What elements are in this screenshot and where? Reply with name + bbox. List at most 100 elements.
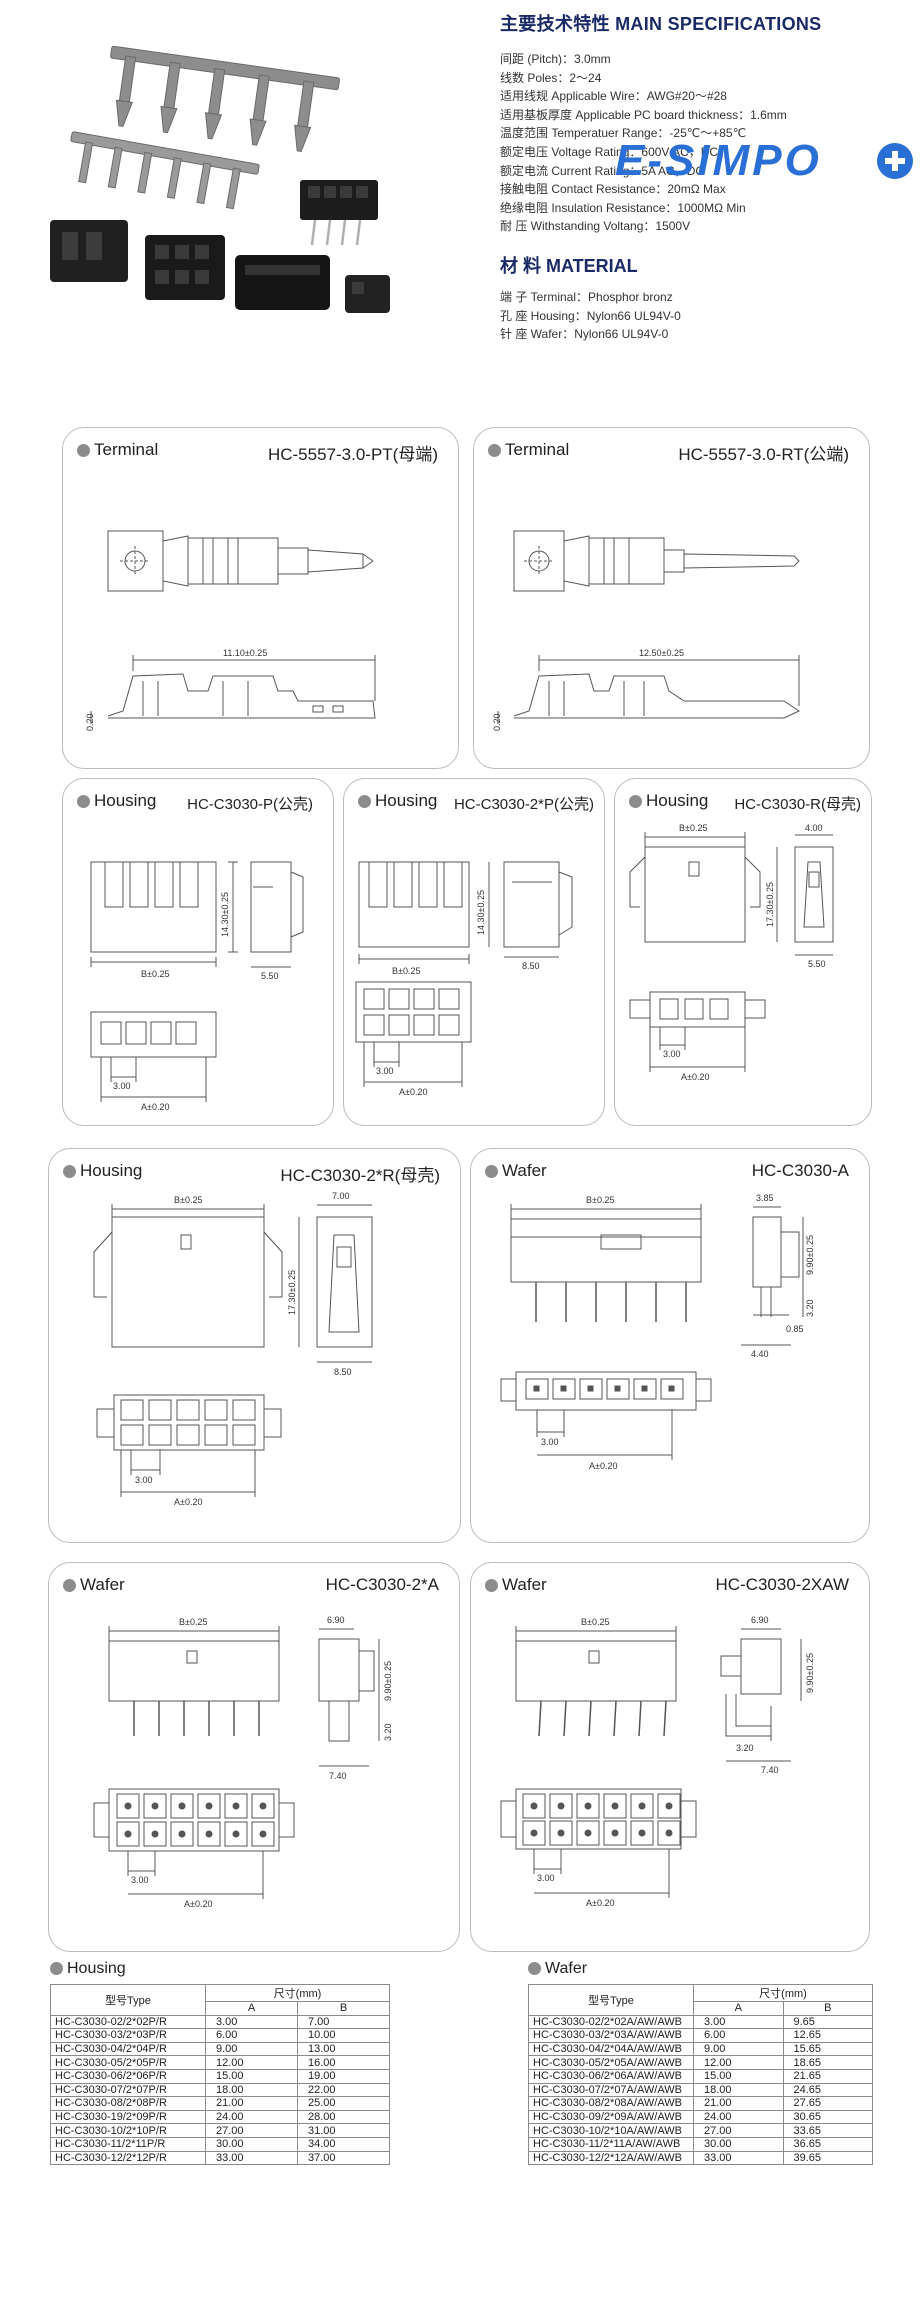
dim-depth: 5.50 xyxy=(261,971,279,981)
cell-type: HC-C3030-10/2*10P/R xyxy=(50,2123,206,2138)
cell-b: 16.00 xyxy=(297,2055,390,2070)
panel-header: Wafer HC-C3030-2XAW xyxy=(485,1575,855,1599)
panel-type: Terminal xyxy=(94,440,159,459)
cell-a: 15.00 xyxy=(693,2068,784,2084)
dim-width: 6.90 xyxy=(327,1615,345,1625)
wafer-2xaw-drawing: B±0.25 6.90 9.90±0.25 3.20 7.40 3.00 A±0… xyxy=(500,1615,815,1908)
cell-b: 33.65 xyxy=(782,2123,873,2138)
cell-type: HC-C3030-04/2*04P/R xyxy=(50,2041,206,2057)
terminal-rt-drawing: 12.50±0.25 0.20 xyxy=(492,530,801,731)
panel-model: HC-5557-3.0-PT(母端) xyxy=(267,445,438,464)
panel-model: HC-C3030-2*A xyxy=(325,1575,439,1594)
panel-wafer-2xaw: Wafer HC-C3030-2XAW xyxy=(470,1562,870,1952)
bullet-icon xyxy=(528,1962,541,1976)
cell-type: HC-C3030-04/2*04A/AW/AWB xyxy=(528,2041,694,2057)
panel-housing-r: Housing HC-C3030-R(母壳) B±0.25 xyxy=(614,778,872,1126)
dim-height: 14.30±0.25 xyxy=(476,890,486,935)
brand-logo: E-SIMPO xyxy=(615,135,913,187)
panel-model: HC-C3030-A xyxy=(751,1161,849,1180)
dim-b: B±0.25 xyxy=(141,969,169,979)
cell-a: 6.00 xyxy=(205,2028,298,2043)
panel-wafer-a: Wafer HC-C3030-A xyxy=(470,1148,870,1543)
dim-width: 4.00 xyxy=(805,823,823,833)
panel-header: Terminal HC-5557-3.0-RT(公端) xyxy=(488,440,855,464)
wafer-table: 型号Type 尺寸(mm) A B HC-C3030-02/2*02A/AW/A… xyxy=(528,1984,873,2166)
terminal-pt-drawing: 11.10±0.25 0.20 xyxy=(85,530,376,731)
dim-length: 12.50±0.25 xyxy=(639,648,684,658)
col-a: A xyxy=(205,2001,298,2016)
panel-wafer-2a: Wafer HC-C3030-2*A xyxy=(48,1562,460,1952)
dim-b: B±0.25 xyxy=(174,1195,202,1205)
dim-height: 9.90±0.25 xyxy=(805,1653,815,1693)
cell-type: HC-C3030-12/2*12P/R xyxy=(50,2150,206,2166)
bullet-icon xyxy=(629,794,642,808)
terminal-strip-photo-2 xyxy=(70,131,260,210)
panel-model: HC-C3030-R(母壳) xyxy=(734,796,861,813)
bullet-icon xyxy=(358,794,371,808)
wafer-table-title-text: Wafer xyxy=(545,1960,588,1977)
dim-b: B±0.25 xyxy=(392,966,420,976)
bullet-icon xyxy=(77,443,90,457)
material-line: 针 座 Wafer：Nylon66 UL94V-0 xyxy=(500,327,669,342)
cell-type: HC-C3030-06/2*06P/R xyxy=(50,2068,206,2084)
cell-a: 12.00 xyxy=(693,2055,784,2070)
cell-a: 9.00 xyxy=(693,2041,784,2057)
dim-a: A±0.20 xyxy=(681,1072,709,1082)
cell-b: 36.65 xyxy=(782,2136,873,2152)
dim-a: A±0.20 xyxy=(399,1087,427,1097)
dim-pitch: 3.00 xyxy=(135,1475,153,1485)
dim-b: B±0.25 xyxy=(586,1195,614,1205)
housing-photo-4 xyxy=(345,275,390,313)
cell-a: 27.00 xyxy=(693,2123,784,2138)
cell-a: 24.00 xyxy=(693,2109,784,2125)
panel-housing-p: Housing HC-C3030-P(公壳) B±0.25 14.30±0.2 xyxy=(62,778,334,1126)
cell-b: 34.00 xyxy=(297,2136,390,2152)
cell-b: 19.00 xyxy=(297,2068,390,2084)
spec-title: 主要技术特性 MAIN SPECIFICATIONS xyxy=(500,14,822,34)
material-title: 材 料 MATERIAL xyxy=(500,255,638,276)
cell-b: 18.65 xyxy=(782,2055,873,2070)
panel-header: Wafer HC-C3030-2*A xyxy=(63,1575,445,1599)
cell-b: 25.00 xyxy=(297,2096,390,2111)
dim-depth: 5.50 xyxy=(808,959,826,969)
cell-b: 31.00 xyxy=(297,2123,390,2138)
housing-table-section: Housing 型号Type 尺寸(mm) A B HC-C3030-02/2*… xyxy=(50,1960,390,2166)
dim-height: 9.90±0.25 xyxy=(383,1661,393,1701)
cell-a: 3.00 xyxy=(205,2014,298,2030)
panel-header: Housing HC-C3030-2*P(公壳) xyxy=(358,791,594,815)
panel-type: Housing xyxy=(94,791,157,810)
cell-a: 18.00 xyxy=(693,2082,784,2098)
spec-line: 额定电压 Voltage Rating：600V AC，DC xyxy=(500,144,719,159)
cell-a: 6.00 xyxy=(693,2028,784,2043)
cell-b: 12.65 xyxy=(782,2028,873,2043)
panel-housing-2p: Housing HC-C3030-2*P(公壳) B±0.25 xyxy=(343,778,605,1126)
cell-type: HC-C3030-10/2*10A/AW/AWB xyxy=(528,2123,694,2138)
cell-type: HC-C3030-05/2*05P/R xyxy=(50,2055,206,2070)
cell-a: 30.00 xyxy=(205,2136,298,2152)
dim-pitch: 3.00 xyxy=(663,1049,681,1059)
wafer-photo xyxy=(300,180,378,246)
cell-b: 9.65 xyxy=(782,2014,873,2030)
panel-terminal-pt: Terminal HC-5557-3.0-PT(母端) 11.10±0.25 xyxy=(62,427,459,769)
housing-photo-1 xyxy=(50,220,128,282)
panel-model: HC-C3030-2XAW xyxy=(715,1575,849,1594)
cell-a: 27.00 xyxy=(205,2123,298,2138)
panel-model: HC-5557-3.0-RT(公端) xyxy=(678,445,849,464)
spec-line: 适用线规 Applicable Wire：AWG#20～#28 xyxy=(500,89,727,104)
cell-type: HC-C3030-09/2*09A/AW/AWB xyxy=(528,2109,694,2125)
cell-b: 7.00 xyxy=(297,2014,390,2030)
dim-depth: 8.50 xyxy=(522,961,540,971)
cell-type: HC-C3030-07/2*07A/AW/AWB xyxy=(528,2082,694,2098)
panel-type: Wafer xyxy=(502,1575,547,1594)
dim-pin: 3.20 xyxy=(805,1299,815,1317)
dim-width: 3.85 xyxy=(756,1193,774,1203)
spec-line: 接触电阻 Contact Resistance：20mΩ Max xyxy=(500,182,726,197)
wafer-table-title: Wafer xyxy=(528,1960,873,1978)
